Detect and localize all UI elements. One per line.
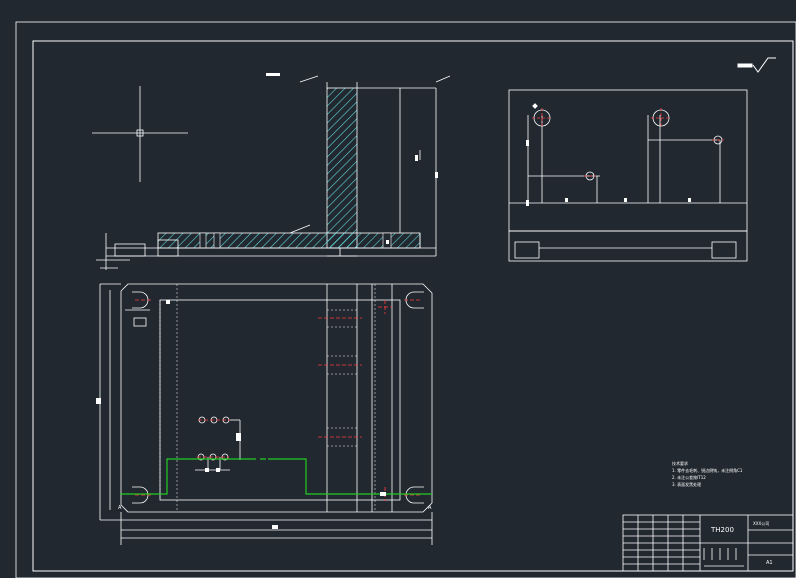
- title-block-sheet-size: A1: [766, 560, 773, 566]
- notes-item-3: 3. 表面发黑处理: [672, 481, 701, 487]
- title-block-model: TH200: [710, 526, 734, 534]
- plan-view-hidden-lines: [159, 284, 376, 512]
- notes-item-1: 1. 零件去毛刺、锐边倒钝，未注倒角C1: [672, 467, 743, 473]
- outer-sheet-border: [15, 21, 796, 578]
- section-marker-right: A: [428, 505, 432, 511]
- section-marker-left: A: [118, 505, 122, 511]
- side-view: [508, 89, 748, 262]
- notes-item-2: 2. 未注公差按IT12: [672, 474, 706, 480]
- inner-drawing-frame: [32, 40, 794, 572]
- section-cut-line: [120, 458, 432, 495]
- front-section-view: [96, 73, 451, 270]
- technical-notes: 技术要求 1. 零件去毛刺、锐边倒钝，未注倒角C1 2. 未注公差按IT12 3…: [672, 460, 743, 487]
- title-block-company: XXX公司: [753, 521, 769, 526]
- origin-crosshair: [92, 86, 188, 182]
- side-view-centerlines: [532, 108, 724, 177]
- roughness-symbol: [737, 57, 776, 73]
- title-block: [622, 514, 794, 572]
- notes-heading: 技术要求: [672, 460, 688, 466]
